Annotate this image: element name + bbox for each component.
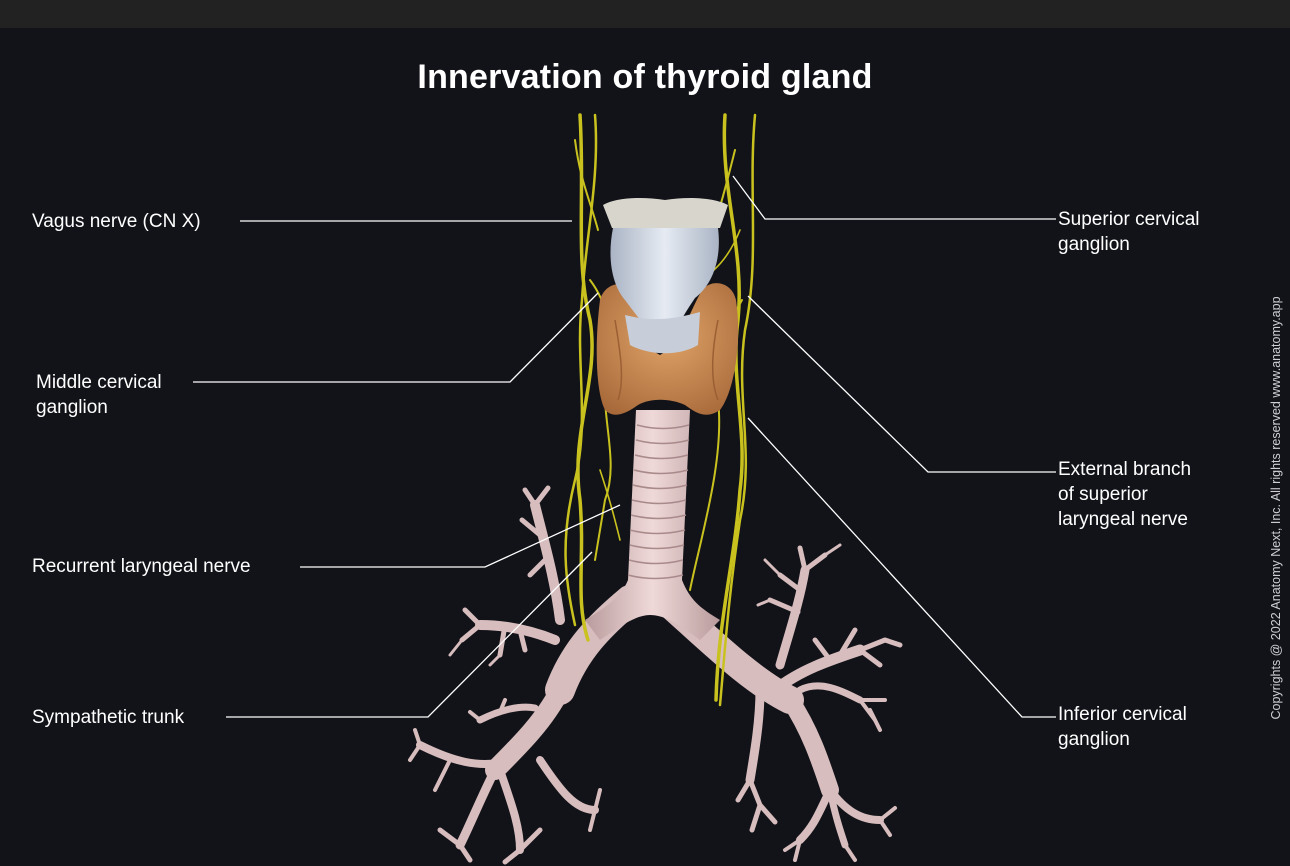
label-sympathetic-trunk-text: Sympathetic trunk	[32, 707, 185, 728]
label-sympathetic-trunk: Sympathetic trunk	[32, 705, 184, 730]
label-external-branch-line1: External branch	[1058, 459, 1192, 480]
label-middle-cervical-ganglion: Middle cervical ganglion	[36, 370, 162, 420]
trachea	[585, 410, 720, 640]
right-sympathetic-trunk	[718, 113, 757, 707]
label-superior-cervical-ganglion-line2: ganglion	[1058, 234, 1130, 255]
label-external-branch-line2: of superior	[1058, 484, 1148, 505]
leader-recurrent-laryngeal-nerve	[300, 504, 621, 568]
diagram-title: Innervation of thyroid gland	[417, 58, 873, 96]
label-vagus-nerve: Vagus nerve (CN X)	[32, 209, 201, 234]
label-superior-cervical-ganglion: Superior cervical ganglion	[1058, 207, 1200, 257]
label-external-branch-superior-laryngeal-nerve: External branch of superior laryngeal ne…	[1058, 457, 1191, 532]
left-vagus-nerve	[576, 113, 594, 642]
leader-superior-cervical-ganglion	[732, 175, 1056, 220]
label-middle-cervical-ganglion-line1: Middle cervical	[36, 372, 162, 393]
copyright-notice: Copyrights @ 2022 Anatomy Next, Inc. All…	[1269, 296, 1283, 720]
label-vagus-nerve-text: Vagus nerve (CN X)	[32, 211, 201, 232]
label-superior-cervical-ganglion-line1: Superior cervical	[1058, 209, 1200, 230]
label-inferior-cervical-ganglion: Inferior cervical ganglion	[1058, 702, 1187, 752]
thyroid-gland	[596, 283, 739, 415]
leader-external-branch	[747, 295, 1056, 473]
label-middle-cervical-ganglion-line2: ganglion	[36, 397, 108, 418]
leader-inferior-cervical-ganglion	[747, 417, 1056, 718]
label-external-branch-line3: laryngeal nerve	[1058, 509, 1188, 530]
label-recurrent-laryngeal-nerve-text: Recurrent laryngeal nerve	[32, 556, 251, 577]
thyroid-cartilage	[603, 197, 728, 354]
label-inferior-cervical-ganglion-line1: Inferior cervical	[1058, 704, 1187, 725]
right-vagus-nerve	[714, 113, 744, 702]
label-inferior-cervical-ganglion-line2: ganglion	[1058, 729, 1130, 750]
top-bar	[0, 0, 1290, 28]
bronchial-tree	[408, 485, 903, 865]
leader-sympathetic-trunk	[226, 551, 593, 718]
leader-middle-cervical-ganglion	[193, 292, 599, 383]
leader-lines	[193, 175, 1056, 718]
label-recurrent-laryngeal-nerve: Recurrent laryngeal nerve	[32, 554, 251, 579]
